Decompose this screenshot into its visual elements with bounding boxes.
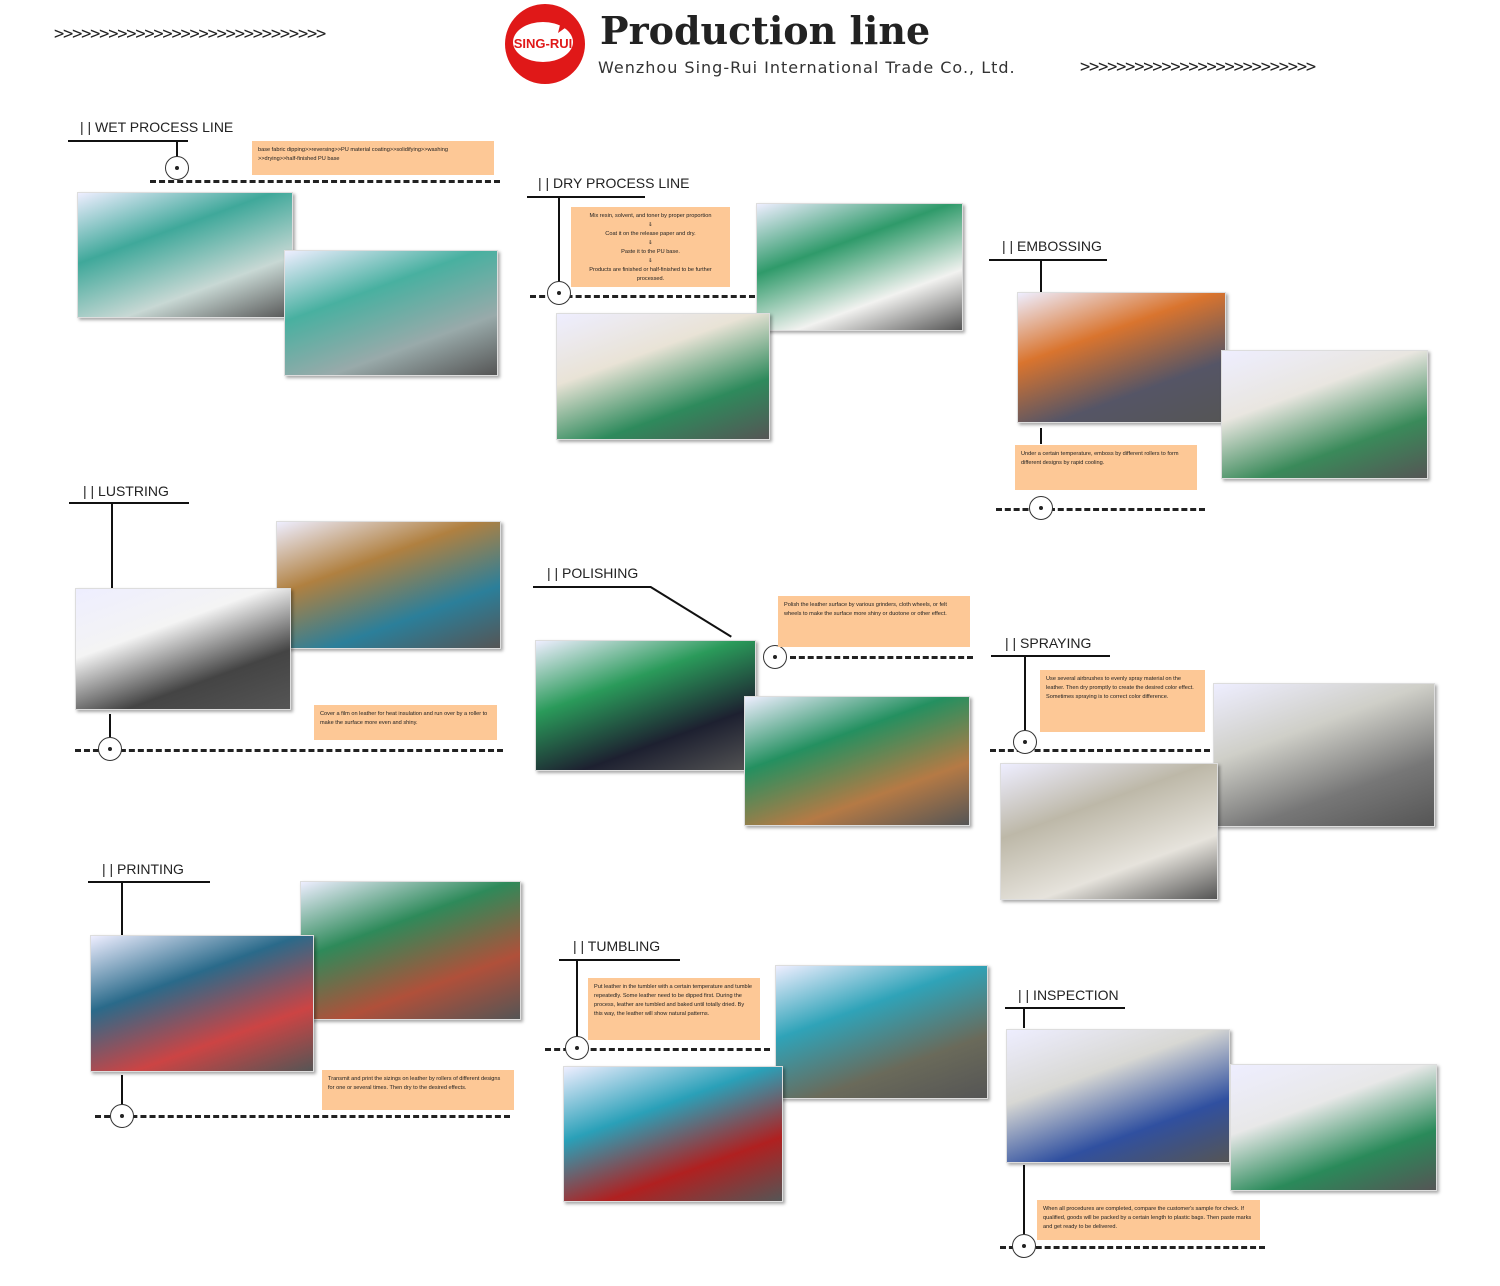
section-title: | | SPRAYING (1005, 635, 1092, 651)
factory-photo (535, 640, 756, 771)
node-circle-icon (110, 1104, 134, 1128)
process-description: Use several airbrushes to evenly spray m… (1040, 670, 1205, 732)
title-underline (1005, 1007, 1125, 1009)
process-description: Transmit and print the sizings on leathe… (322, 1070, 514, 1110)
node-circle-icon (763, 645, 787, 669)
dashed-divider (990, 749, 1210, 752)
connector-line (121, 881, 123, 935)
connector-line (121, 1075, 123, 1104)
factory-photo (775, 965, 988, 1099)
section-title: | | TUMBLING (573, 938, 661, 954)
section-title: | | LUSTRING (83, 483, 169, 499)
page-title: Production line (600, 8, 931, 53)
section-title: | | WET PROCESS LINE (80, 119, 234, 135)
node-circle-icon (1013, 730, 1037, 754)
title-underline (68, 140, 188, 142)
connector-line (649, 586, 732, 638)
factory-photo (756, 203, 963, 331)
factory-photo (1017, 292, 1226, 423)
connector-line (1024, 655, 1026, 730)
factory-photo (90, 935, 314, 1072)
dashed-divider (1000, 1246, 1265, 1249)
dashed-divider (996, 508, 1205, 511)
section-title: | | EMBOSSING (1002, 238, 1102, 254)
dashed-divider (75, 749, 503, 752)
title-underline (991, 655, 1110, 657)
section-title: | | PRINTING (102, 861, 184, 877)
dashed-divider (545, 1048, 770, 1051)
factory-photo (556, 313, 770, 440)
process-description: Under a certain temperature, emboss by d… (1015, 445, 1197, 490)
connector-line (1040, 428, 1042, 444)
connector-line (1023, 1165, 1025, 1234)
process-description: base fabric dipping>>reversing>>PU mater… (252, 141, 494, 175)
title-underline (527, 196, 645, 198)
factory-photo (744, 696, 970, 826)
factory-photo (1221, 350, 1428, 479)
title-underline (989, 259, 1107, 261)
title-underline (88, 881, 210, 883)
connector-line (558, 196, 560, 293)
section-title: | | DRY PROCESS LINE (538, 175, 690, 191)
connector-line (576, 959, 578, 1036)
connector-line (1040, 259, 1042, 292)
connector-line (111, 502, 113, 588)
logo-text: SING-RUI (514, 36, 573, 51)
section-title: | | POLISHING (547, 565, 639, 581)
factory-photo (77, 192, 293, 318)
node-circle-icon (1029, 496, 1053, 520)
dashed-divider (150, 180, 500, 183)
process-description: Polish the leather surface by various gr… (778, 596, 970, 647)
title-underline (533, 586, 651, 588)
factory-photo (1006, 1029, 1230, 1163)
connector-line (176, 140, 178, 168)
factory-photo (284, 250, 498, 376)
process-description: Cover a film on leather for heat insulat… (314, 705, 497, 740)
section-title: | | INSPECTION (1018, 987, 1119, 1003)
factory-photo (300, 881, 521, 1020)
factory-photo (1000, 763, 1218, 900)
arrows-decoration-right: >>>>>>>>>>>>>>>>>>>>>>>>>> (1080, 57, 1316, 77)
dashed-divider (790, 656, 973, 659)
node-circle-icon (1012, 1234, 1036, 1258)
process-description: When all procedures are completed, compa… (1037, 1200, 1260, 1240)
factory-photo (1230, 1064, 1437, 1191)
factory-photo (276, 521, 501, 649)
factory-photo (1213, 683, 1435, 827)
connector-line (1023, 1007, 1025, 1028)
dashed-divider (95, 1115, 510, 1118)
company-logo: SING-RUI (503, 2, 587, 86)
process-description: Mix resin, solvent, and toner by proper … (571, 207, 730, 287)
title-underline (559, 959, 680, 961)
factory-photo (563, 1066, 783, 1202)
process-description: Put leather in the tumbler with a certai… (588, 978, 760, 1040)
arrows-decoration-left: >>>>>>>>>>>>>>>>>>>>>>>>>>>>>> (54, 24, 326, 44)
node-circle-icon (98, 737, 122, 761)
node-circle-icon (165, 156, 189, 180)
node-circle-icon (565, 1036, 589, 1060)
dashed-divider (530, 295, 755, 298)
connector-line (109, 714, 111, 737)
factory-photo (75, 588, 291, 710)
title-underline (69, 502, 189, 504)
node-circle-icon (547, 281, 571, 305)
company-name: Wenzhou Sing-Rui International Trade Co.… (598, 58, 1016, 77)
